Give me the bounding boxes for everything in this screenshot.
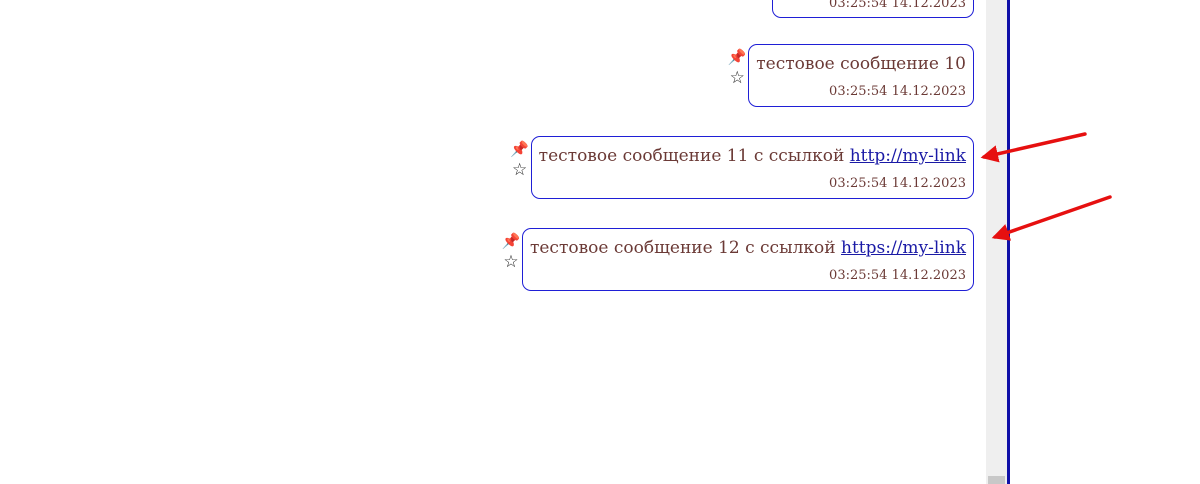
star-icon[interactable]: ☆ (503, 252, 519, 272)
pushpin-icon[interactable]: 📌 (501, 232, 521, 250)
scrollbar-thumb[interactable] (988, 476, 1005, 484)
message-timestamp: 03:25:54 14.12.2023 (829, 176, 966, 191)
message-bubble: тестовое сообщение 11 с ссылкой http://m… (530, 136, 974, 199)
message-row: 📌 ☆ тестовое сообщение 12 с ссылкой http… (500, 228, 974, 291)
pushpin-icon[interactable]: 📌 (727, 48, 747, 66)
panel-divider (1007, 0, 1010, 484)
annotation-arrow (991, 195, 1112, 241)
message-bubble: тестовое сообщение 10 03:25:54 14.12.202… (748, 44, 974, 107)
star-icon[interactable]: ☆ (729, 68, 745, 88)
message-link[interactable]: https://my-link (841, 238, 966, 258)
chat-area: 📌 ☆ 03:25:54 14.12.2023 📌 ☆ тестовое соо… (500, 0, 974, 291)
message-timestamp: 03:25:54 14.12.2023 (829, 268, 966, 283)
message-row: 📌 ☆ тестовое сообщение 10 03:25:54 14.12… (726, 44, 974, 107)
star-icon[interactable]: ☆ (512, 160, 528, 180)
pushpin-icon[interactable]: 📌 (510, 140, 530, 158)
message-text-body: тестовое сообщение 12 с ссылкой (529, 238, 841, 258)
message-link[interactable]: http://my-link (849, 146, 966, 166)
scrollbar[interactable] (986, 0, 1007, 484)
message-row: 📌 ☆ тестовое сообщение 11 с ссылкой http… (509, 136, 974, 199)
message-timestamp: 03:25:54 14.12.2023 (829, 84, 966, 99)
message-text-body: тестовое сообщение 11 с ссылкой (538, 146, 850, 166)
message-bubble: 03:25:54 14.12.2023 (772, 0, 974, 18)
message-text: тестовое сообщение 10 (756, 54, 966, 74)
message-row: 📌 ☆ 03:25:54 14.12.2023 (750, 0, 974, 18)
message-timestamp: 03:25:54 14.12.2023 (829, 0, 966, 11)
message-actions: 📌 ☆ (509, 136, 531, 180)
message-actions: 📌 ☆ (726, 44, 748, 88)
message-text: тестовое сообщение 12 с ссылкой https://… (530, 236, 966, 260)
message-actions: 📌 ☆ (500, 228, 522, 272)
message-bubble: тестовое сообщение 12 с ссылкой https://… (521, 228, 974, 291)
message-text: тестовое сообщение 11 с ссылкой http://m… (539, 144, 966, 168)
